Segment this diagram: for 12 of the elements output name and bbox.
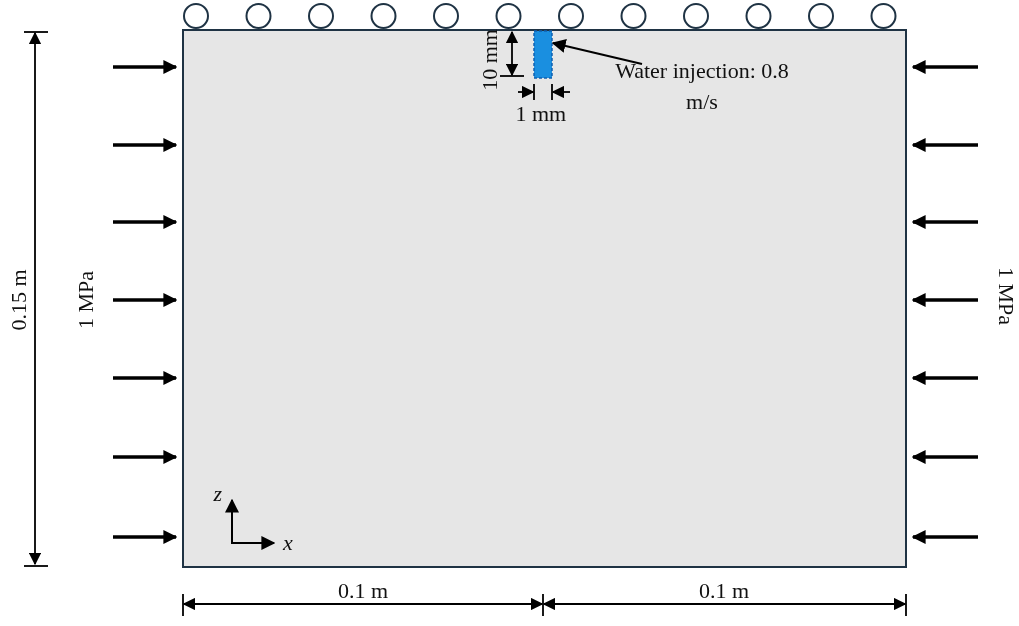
annotation-label: Water injection: 0.8 m/s <box>612 56 792 118</box>
leader-line <box>551 39 643 65</box>
dimension-label: 0.15 m <box>7 269 30 331</box>
dimension-label: 0.1 m <box>699 580 750 602</box>
axis-label: x <box>283 532 293 554</box>
dimension-label: 1 mm <box>515 103 567 125</box>
injection-zone <box>533 30 553 79</box>
load-label: 1 MPa <box>75 270 98 330</box>
load-label: 1 MPa <box>995 266 1018 326</box>
dimension-label: 10 mm <box>478 29 501 91</box>
axis-label: z <box>213 483 223 505</box>
dimension-label: 0.1 m <box>338 580 389 602</box>
